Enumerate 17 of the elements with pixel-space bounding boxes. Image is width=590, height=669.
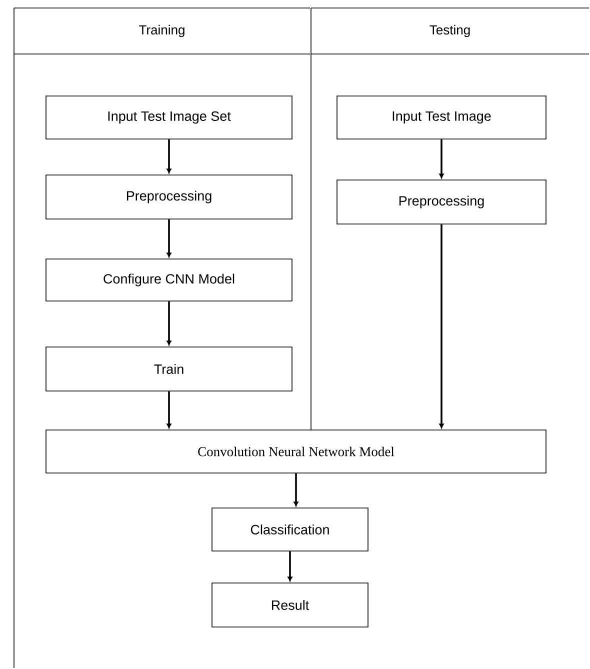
arrow (166, 219, 172, 258)
arrow (166, 391, 172, 428)
process-box: Input Test Image (336, 96, 546, 140)
process-box: Classification (212, 508, 368, 552)
process-box: Preprocessing (336, 180, 546, 224)
process-box: Convolution Neural Network Model (46, 430, 546, 474)
process-box: Train (46, 346, 292, 392)
process-box: Preprocessing (46, 174, 292, 220)
arrow (166, 301, 172, 346)
arrow (439, 139, 444, 178)
process-box: Configure CNN Model (46, 258, 292, 302)
arrow (294, 473, 298, 506)
process-box: Input Test Image Set (46, 96, 292, 140)
arrow (439, 224, 444, 428)
process-box: Result (212, 582, 368, 628)
arrow (166, 139, 172, 174)
arrow (288, 551, 292, 582)
